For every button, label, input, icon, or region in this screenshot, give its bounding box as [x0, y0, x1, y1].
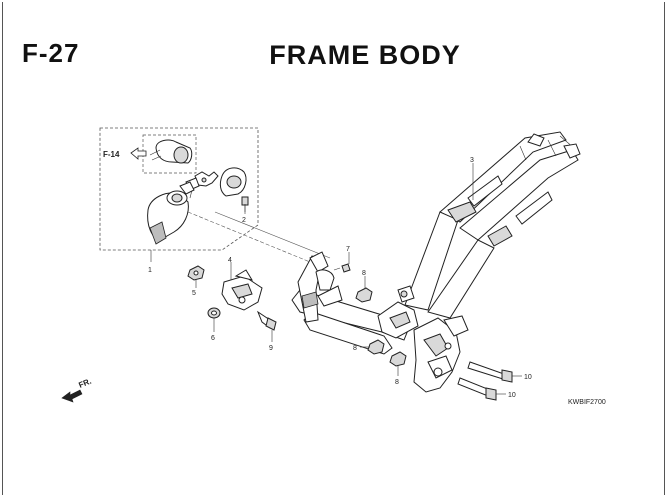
ignition-switch-part [147, 181, 195, 245]
nut-part [187, 265, 205, 281]
nut-part-8b [367, 339, 385, 355]
section-code: F-27 [22, 38, 80, 68]
guide-line-2 [214, 211, 331, 259]
callout-10b: 10 [508, 392, 516, 399]
callout-4: 4 [228, 257, 232, 264]
guide-line [187, 211, 311, 263]
callout-9: 9 [269, 345, 273, 352]
reference-arrow-icon [130, 147, 147, 160]
callout-1: 1 [148, 267, 152, 274]
callout-10a: 10 [524, 374, 532, 381]
callout-2: 2 [242, 217, 246, 224]
callout-8c: 8 [395, 379, 399, 386]
bolt-part-7 [333, 263, 351, 273]
nut-part-8a [355, 287, 373, 303]
bracket-part [221, 269, 263, 311]
diagram-code: KWBIF2700 [568, 399, 606, 406]
callout-6: 6 [211, 335, 215, 342]
long-bolt-part-b [457, 377, 497, 401]
main-frame-part [291, 131, 581, 393]
callout-3: 3 [470, 157, 474, 164]
key-cylinder-part [149, 139, 193, 164]
front-direction-label: FR. [77, 377, 92, 390]
lock-set-dashed-box [99, 127, 259, 251]
leader-lines [150, 163, 522, 395]
callout-8b: 8 [353, 345, 357, 352]
callout-7: 7 [346, 246, 350, 253]
page-title: FRAME BODY [269, 40, 461, 70]
reference-label: F-14 [103, 150, 120, 159]
callout-8a: 8 [362, 270, 366, 277]
seat-lock-part [219, 167, 247, 197]
callout-5: 5 [192, 290, 196, 297]
washer-part [207, 307, 221, 319]
bolt-part [256, 310, 277, 331]
nut-part-8c [389, 351, 407, 367]
long-bolt-part-a [467, 361, 513, 383]
front-direction-arrow-icon [61, 389, 83, 403]
